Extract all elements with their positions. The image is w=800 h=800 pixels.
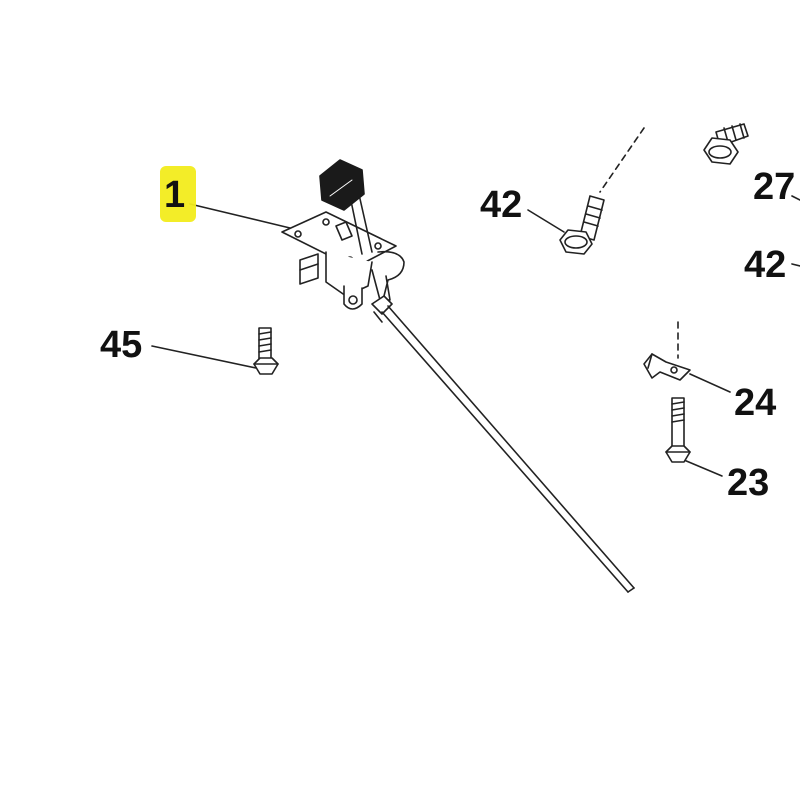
clip-24 bbox=[643, 353, 691, 381]
callout-part-45: 45 bbox=[100, 324, 143, 366]
bolt-45 bbox=[253, 327, 279, 375]
lever-knob bbox=[319, 159, 365, 211]
leader-line-45 bbox=[151, 345, 257, 369]
bolt-27 bbox=[703, 123, 749, 165]
leader-line-42-right bbox=[791, 263, 800, 267]
leader-line-42-top bbox=[527, 209, 565, 233]
bolt-42-top bbox=[559, 195, 605, 255]
callout-part-1: 1 bbox=[164, 174, 186, 216]
callout-part-42-right: 42 bbox=[744, 244, 787, 286]
callout-part-27: 27 bbox=[753, 166, 796, 208]
dashed-axis-42 bbox=[599, 127, 645, 193]
leader-line-24 bbox=[689, 373, 731, 393]
leader-line-1 bbox=[189, 203, 291, 229]
leader-line-27 bbox=[791, 195, 800, 201]
callout-part-24: 24 bbox=[734, 382, 777, 424]
leader-line-23 bbox=[683, 459, 723, 477]
bolt-23 bbox=[665, 397, 691, 463]
lever-bracket-assembly bbox=[281, 189, 405, 315]
control-rod bbox=[373, 305, 635, 593]
callout-highlight bbox=[160, 166, 196, 222]
callout-part-42-top: 42 bbox=[480, 184, 523, 226]
callout-part-23: 23 bbox=[727, 462, 770, 504]
